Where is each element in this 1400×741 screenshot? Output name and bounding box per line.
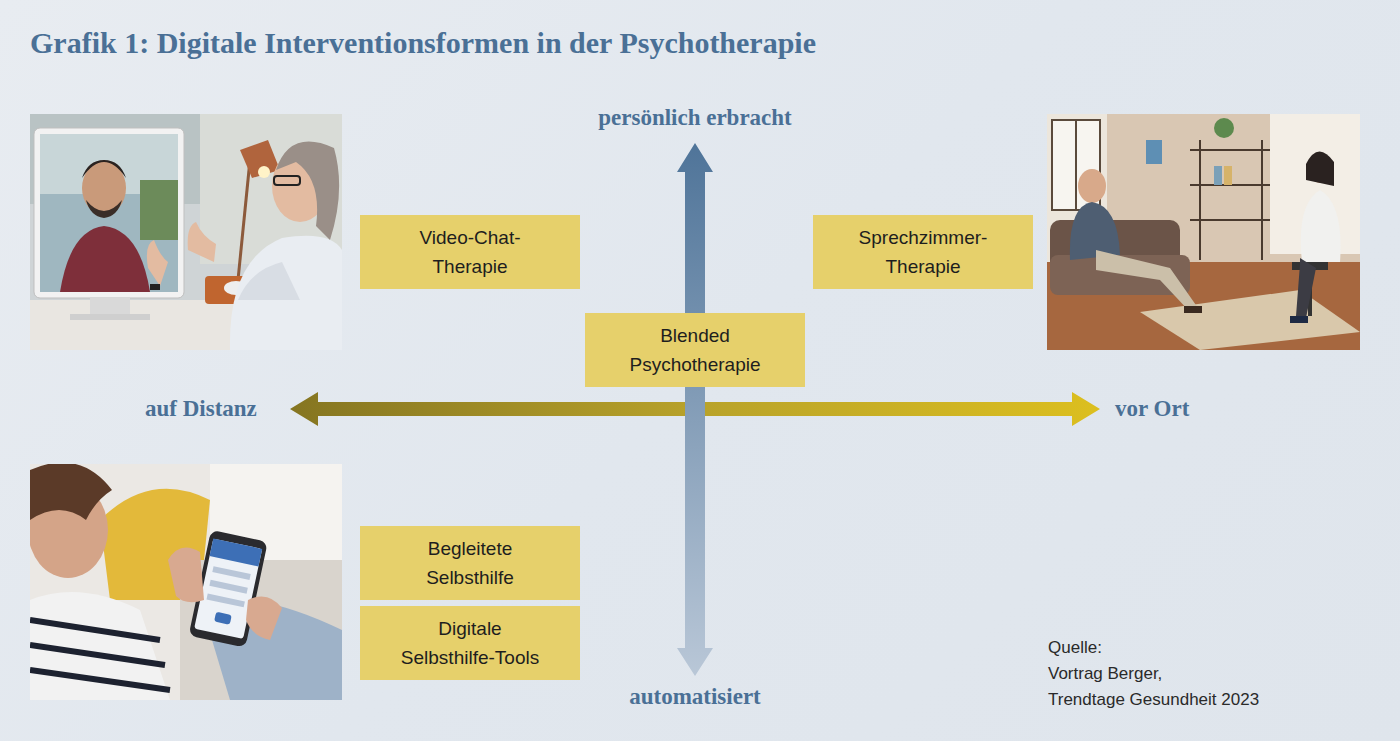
diagram-title: Grafik 1: Digitale Interventionsformen i… — [30, 26, 816, 60]
phone-selfhelp-photo — [30, 464, 342, 700]
box-label: Blended Psychotherapie — [615, 321, 775, 379]
office-therapy-photo — [1047, 114, 1360, 350]
source-note: Vortrag Berger, — [1048, 661, 1162, 687]
box-label: Digitale Selbsthilfe-Tools — [390, 614, 550, 672]
intervention-box: Video-Chat- Therapie — [360, 215, 580, 289]
intervention-box: Sprechzimmer- Therapie — [813, 215, 1033, 289]
source-note: Trendtage Gesundheit 2023 — [1048, 687, 1259, 713]
source-note: Quelle: — [1048, 635, 1102, 661]
box-label: Sprechzimmer- Therapie — [843, 223, 1003, 281]
box-label: Begleitete Selbsthilfe — [390, 534, 550, 592]
box-label: Video-Chat- Therapie — [390, 223, 550, 281]
axis-label: vor Ort — [1115, 396, 1189, 422]
axis-label: auf Distanz — [145, 396, 257, 422]
axis-label: persönlich erbracht — [598, 105, 792, 131]
vertical-axis-arrow — [677, 143, 713, 676]
video-chat-photo — [30, 114, 342, 350]
intervention-box: Blended Psychotherapie — [585, 313, 805, 387]
axis-label: automatisiert — [629, 684, 761, 710]
intervention-box: Digitale Selbsthilfe-Tools — [360, 606, 580, 680]
intervention-box: Begleitete Selbsthilfe — [360, 526, 580, 600]
